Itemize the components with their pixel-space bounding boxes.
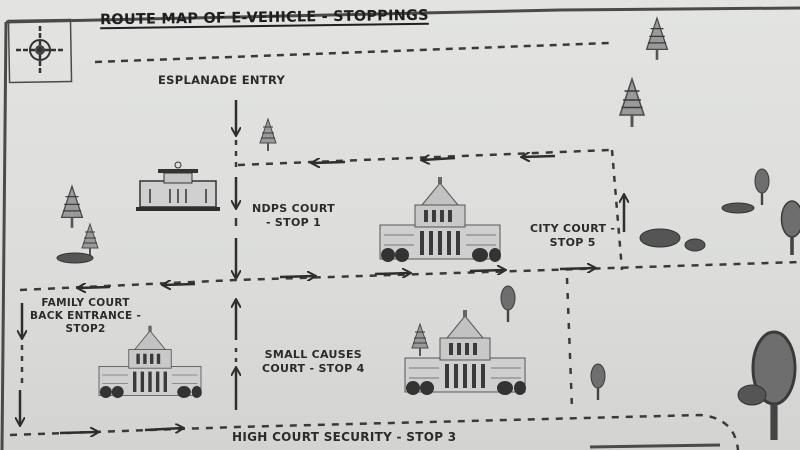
stop-5-line-2: STOP 5 xyxy=(549,235,596,249)
domed-court-building-icon xyxy=(98,325,203,399)
domed-court-building-icon xyxy=(379,176,502,263)
stop-label-stop-4: SMALL CAUSES COURT - STOP 4 xyxy=(262,348,365,376)
tree-icon xyxy=(590,363,606,401)
stop-label-stop-3: HIGH COURT SECURITY - STOP 3 xyxy=(232,430,457,444)
bush-icon xyxy=(56,202,767,406)
tree-icon xyxy=(259,118,277,152)
stop-2-line-3: STOP2 xyxy=(65,323,106,336)
tree-icon xyxy=(81,223,99,257)
tree-icon xyxy=(780,200,800,256)
frame-border xyxy=(0,6,800,450)
compass-rose-icon xyxy=(16,26,64,74)
stop-label-stop-1: NDPS COURT - STOP 1 xyxy=(252,202,335,230)
stop-4-line-2: COURT - STOP 4 xyxy=(262,361,365,375)
court-building-icon xyxy=(136,161,220,211)
stop-1-line-2: - STOP 1 xyxy=(265,215,322,229)
tree-icon xyxy=(411,323,429,357)
tree-icon xyxy=(645,17,669,61)
stop-label-stop-2: FAMILY COURT BACK ENTRANCE - STOP2 xyxy=(30,297,141,336)
stop-2-line-1: FAMILY COURT xyxy=(41,297,130,309)
stop-5-line-1: CITY COURT - xyxy=(530,222,616,235)
tree-icon xyxy=(754,168,770,206)
stop-2-line-2: BACK ENTRANCE - xyxy=(30,310,142,323)
stop-4-line-1: SMALL CAUSES xyxy=(264,348,362,361)
stop-label-stop-5: CITY COURT - STOP 5 xyxy=(530,222,615,250)
stop-1-line-1: NDPS COURT xyxy=(252,202,335,215)
domed-court-building-icon xyxy=(404,309,527,396)
tree-icon xyxy=(60,185,84,229)
tree-icon xyxy=(500,285,516,323)
stop-label-esplanade-entry: ESPLANADE ENTRY xyxy=(158,73,286,87)
tree-icon xyxy=(619,78,645,128)
